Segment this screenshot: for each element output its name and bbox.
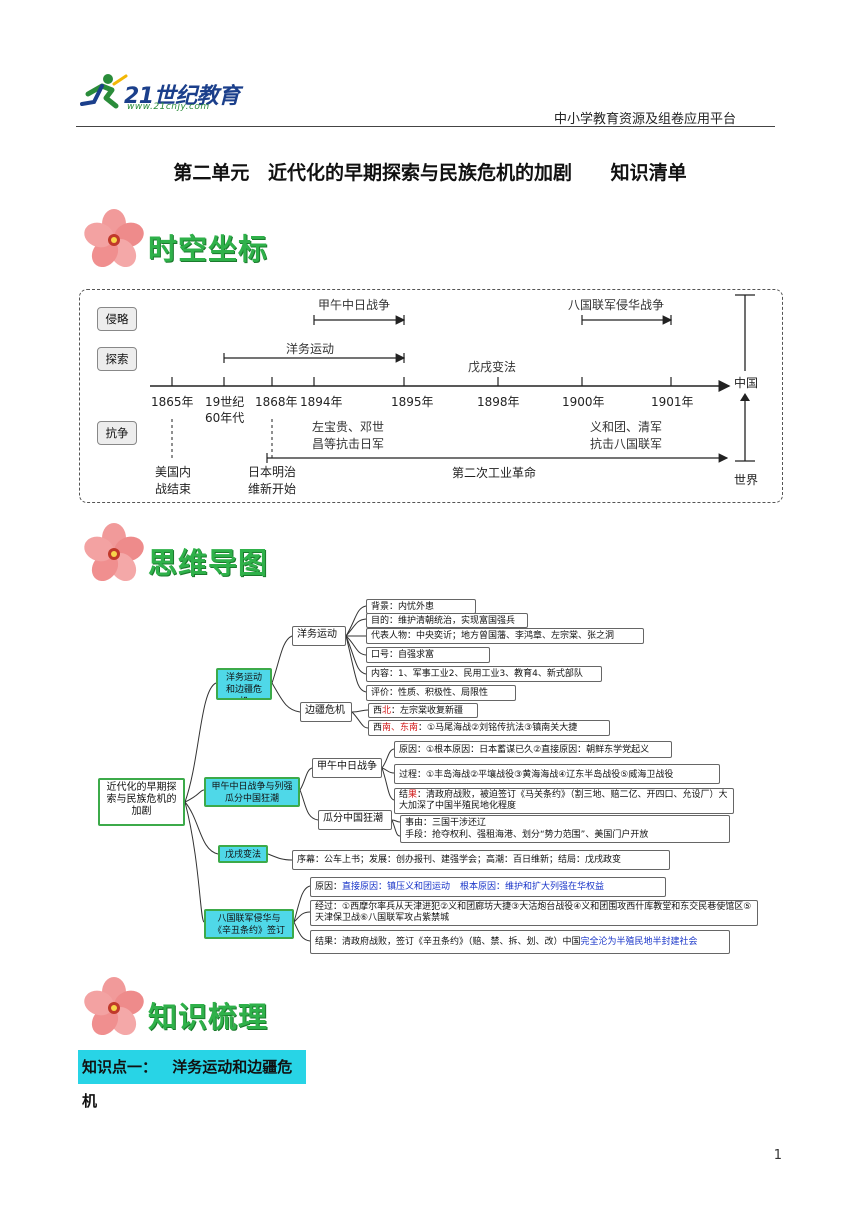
yangwu-purpose: 目的：维护清朝统治，实现富国强兵	[366, 613, 528, 628]
baguo-result: 结果：清政府战败，签订《辛丑条约》（赔、禁、拆、划、改）中国完全沦为半殖民地半封…	[310, 930, 730, 954]
section-heading-mindmap: 思维导图	[80, 522, 380, 592]
knowledge-point-label: 知识点一：	[82, 1058, 158, 1076]
yangwu-evaluation: 评价：性质、积极性、局限性	[366, 685, 516, 701]
logo-runner-icon	[80, 74, 128, 109]
partition-event: 事由：三国干涉还辽	[405, 818, 487, 828]
year-1894: 1894年	[300, 395, 343, 409]
logo-url: www.21cnjy.com	[127, 102, 210, 112]
jiawu-result: 结果：清政府战败，被迫签订《马关条约》（割三地、赔二亿、开四口、允设厂）大大加深…	[394, 788, 734, 814]
event-boxer-line2: 抗击八国联军	[590, 437, 663, 451]
yangwu-content: 内容：1、军事工业2、民用工业3、教育4、新式部队	[366, 666, 602, 682]
jiawu-cause: 原因：①根本原因：日本蓄谋已久②直接原因：朝鲜东学党起义	[394, 741, 672, 758]
yangwu-people: 代表人物：中央奕䜣；地方曾国藩、李鸿章、左宗棠、张之洞	[366, 628, 644, 644]
branch-reform: 戊戌变法	[218, 845, 268, 863]
platform-name: 中小学教育资源及组卷应用平台	[553, 112, 736, 127]
logo-text: 21世纪教育	[124, 84, 240, 109]
jiawu-process: 过程：①丰岛海战②平壤战役③黄海海战④辽东半岛战役⑤威海卫战役	[394, 764, 720, 784]
section-heading-knowledge: 知识梳理	[80, 976, 380, 1046]
mindmap-root: 近代化的早期探索与民族危机的加剧	[98, 778, 185, 826]
branch-sino-japanese-partition: 甲午中日战争与列强瓜分中国狂潮	[204, 777, 300, 807]
lane-exploration: 探索	[97, 347, 137, 371]
year-60s: 60年代	[205, 411, 245, 425]
sub-partition-frenzy: 瓜分中国狂潮	[318, 810, 392, 830]
branch-eight-nation-treaty: 八国联军侵华与《辛丑条约》签订	[204, 909, 294, 939]
partition-details: 事由：三国干涉还辽 手段：抢夺权利、强租海港、划分“势力范围”、美国门户开放	[400, 815, 730, 843]
section-title: 知识梳理	[148, 1000, 269, 1034]
baguo-cause: 原因：直接原因：镇压义和团运动根本原因：维护和扩大列强在华权益	[310, 877, 666, 897]
frontier-northwest: 西北：左宗棠收复新疆	[368, 703, 478, 718]
flower-icon	[84, 209, 144, 268]
event-reform: 戊戌变法	[468, 360, 517, 374]
event-second-industrial: 第二次工业革命	[452, 466, 537, 480]
section-title: 思维导图	[148, 546, 269, 580]
event-westernization: 洋务运动	[286, 342, 335, 356]
reform-stages: 序幕：公车上书；发展：创办报刊、建强学会；高潮：百日维新；结局：戊戌政变	[292, 850, 670, 870]
event-boxer-line1: 义和团、清军	[590, 420, 663, 434]
event-zuo-deng-line2: 昌等抗击日军	[312, 437, 385, 451]
document-title: 第二单元 近代化的早期探索与民族危机的加剧 知识清单	[0, 158, 860, 185]
baguo-process: 经过：①西摩尔率兵从天津进犯②义和团廊坊大捷③大沽炮台战役④义和团围攻西什库教堂…	[310, 900, 758, 926]
year-1900: 1900年	[562, 395, 605, 409]
flower-icon	[84, 977, 144, 1036]
year-1895: 1895年	[391, 395, 434, 409]
frontier-southwest: 西南、东南：①马尾海战②刘铭传抗法③镇南关大捷	[368, 720, 610, 736]
title-suffix: 知识清单	[610, 162, 687, 184]
sub-sino-japanese-war: 甲午中日战争	[312, 758, 382, 778]
event-zuo-deng-line1: 左宝贵、邓世	[312, 420, 385, 434]
knowledge-point-banner: 知识点一： 洋务运动和边疆危机	[78, 1050, 306, 1110]
lane-invasion: 侵略	[97, 307, 137, 331]
year-1898: 1898年	[477, 395, 520, 409]
yangwu-slogan: 口号：自强求富	[366, 647, 490, 663]
event-us-civil-line1: 美国内	[155, 465, 192, 479]
event-meiji-line2: 维新开始	[248, 482, 297, 496]
yangwu-background: 背景：内忧外患	[366, 599, 476, 614]
section-title: 时空坐标	[148, 232, 269, 266]
branch-westernization-frontier: 洋务运动和边疆危机	[216, 668, 272, 700]
axis-world: 世界	[734, 473, 759, 487]
title-main: 近代化的早期探索与民族危机的加剧	[267, 162, 572, 184]
header-divider	[76, 126, 775, 127]
year-1901: 1901年	[651, 395, 694, 409]
knowledge-point-title: 洋务运动和边疆危机	[82, 1058, 293, 1110]
section-heading-timeline: 时空坐标	[80, 208, 380, 278]
sub-westernization: 洋务运动	[292, 626, 346, 646]
year-1868: 1868年	[255, 395, 298, 409]
flower-icon	[84, 523, 144, 582]
event-meiji-line1: 日本明治	[248, 465, 297, 479]
title-unit: 第二单元	[173, 162, 250, 184]
partition-means: 手段：抢夺权利、强租海港、划分“势力范围”、美国门户开放	[405, 830, 649, 840]
timeline-graphics	[150, 294, 755, 463]
sub-frontier-crisis: 边疆危机	[300, 702, 352, 722]
timeline-panel	[79, 289, 783, 503]
year-19c: 19世纪	[205, 395, 245, 409]
year-1865: 1865年	[151, 395, 194, 409]
event-us-civil-line2: 战结束	[155, 482, 192, 496]
lane-resistance: 抗争	[97, 421, 137, 445]
event-eight-nation: 八国联军侵华战争	[568, 298, 665, 312]
page-number: 1	[773, 1148, 782, 1163]
axis-china: 中国	[734, 376, 759, 390]
event-sino-japanese-war: 甲午中日战争	[318, 298, 391, 312]
